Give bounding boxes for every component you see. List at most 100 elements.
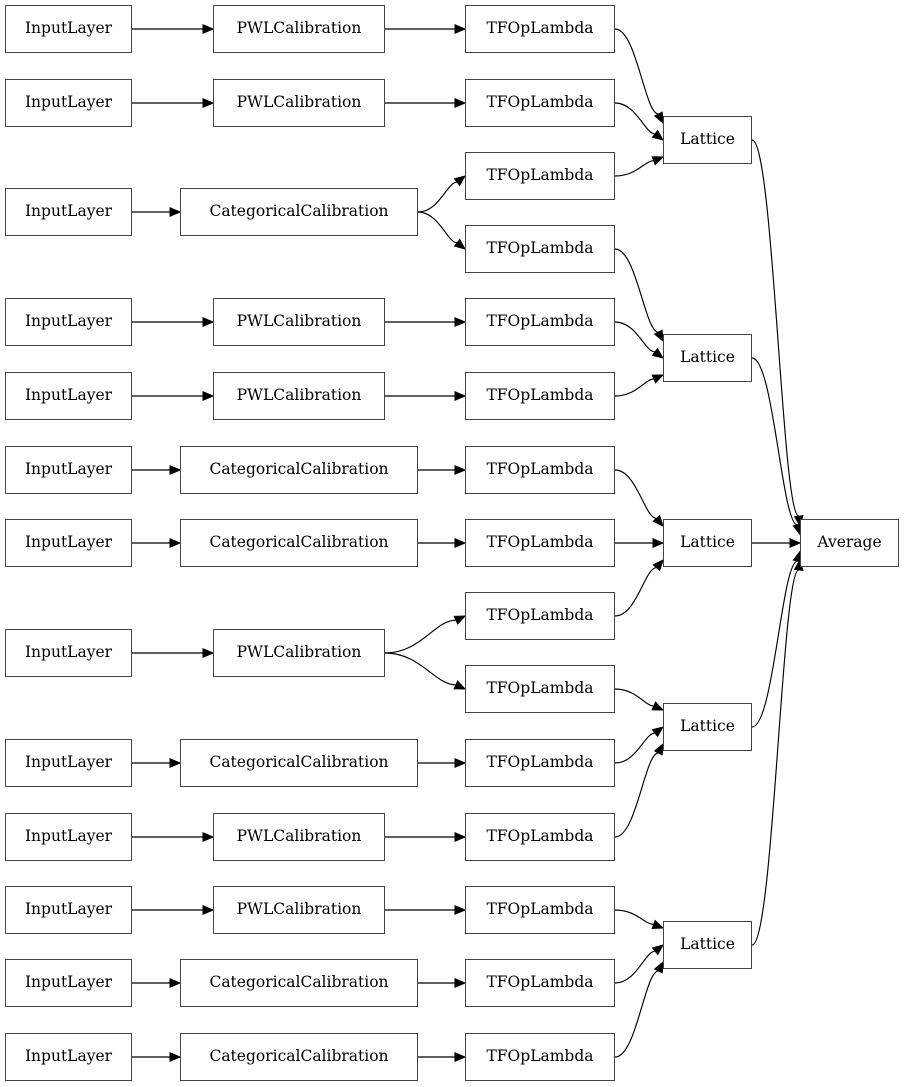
edge-op2-to-lat1: [614, 102, 656, 135]
arrowhead-in4-to-cal4: [202, 317, 215, 327]
node-in4[interactable]: InputLayer: [5, 298, 132, 346]
node-cal2[interactable]: PWLCalibration: [213, 79, 385, 127]
edge-op7-to-lat3: [614, 469, 657, 519]
edge-lat2-to-avg: [751, 357, 798, 526]
node-in8[interactable]: InputLayer: [5, 629, 132, 677]
node-cal8[interactable]: PWLCalibration: [213, 629, 385, 677]
node-in13[interactable]: InputLayer: [5, 1033, 132, 1081]
node-cal9[interactable]: CategoricalCalibration: [180, 739, 418, 787]
node-lat4[interactable]: Lattice: [663, 703, 752, 751]
node-in11[interactable]: InputLayer: [5, 886, 132, 934]
node-op12[interactable]: TFOpLambda: [465, 813, 615, 861]
node-cal3[interactable]: CategoricalCalibration: [180, 188, 418, 236]
arrowhead-in5-to-cal5: [202, 391, 215, 401]
node-op14[interactable]: TFOpLambda: [465, 959, 615, 1007]
node-label: InputLayer: [24, 202, 113, 221]
node-cal5[interactable]: PWLCalibration: [213, 372, 385, 420]
edge-lat5-to-avg: [751, 569, 800, 946]
node-op4[interactable]: TFOpLambda: [465, 225, 615, 273]
node-op15[interactable]: TFOpLambda: [465, 1033, 615, 1081]
node-in7[interactable]: InputLayer: [5, 519, 132, 567]
edge-lat4-to-avg: [751, 560, 798, 728]
node-cal13[interactable]: CategoricalCalibration: [180, 1033, 418, 1081]
node-lat1[interactable]: Lattice: [663, 116, 752, 164]
edge-op6-to-lat2: [614, 378, 654, 397]
edge-op9-to-lat3: [614, 567, 657, 617]
node-cal12[interactable]: CategoricalCalibration: [180, 959, 418, 1007]
node-op3[interactable]: TFOpLambda: [465, 152, 615, 200]
arrowhead-cal11-to-op13: [454, 905, 467, 915]
node-in5[interactable]: InputLayer: [5, 372, 132, 420]
arrowhead-in1-to-cal1: [202, 24, 215, 34]
arrowhead-cal13-to-op15: [454, 1052, 467, 1062]
edge-op15-to-lat5: [614, 970, 659, 1058]
arrowhead-cal10-to-op12: [454, 832, 467, 842]
arrowhead-op3-to-lat1: [651, 156, 665, 166]
node-in12[interactable]: InputLayer: [5, 959, 132, 1007]
node-label: PWLCalibration: [236, 643, 362, 662]
node-label: TFOpLambda: [486, 460, 594, 479]
node-label: PWLCalibration: [236, 900, 362, 919]
node-in9[interactable]: InputLayer: [5, 739, 132, 787]
edge-lat1-to-avg: [751, 139, 800, 517]
arrowhead-cal7-to-op8: [454, 538, 467, 548]
node-label: TFOpLambda: [486, 900, 594, 919]
node-op6[interactable]: TFOpLambda: [465, 372, 615, 420]
node-op9[interactable]: TFOpLambda: [465, 592, 615, 640]
node-lat2[interactable]: Lattice: [663, 334, 752, 382]
arrowhead-cal4-to-op5: [454, 317, 467, 327]
arrowhead-op11-to-lat4: [651, 726, 665, 738]
node-label: Lattice: [680, 130, 735, 149]
edge-op11-to-lat4: [614, 732, 656, 764]
node-cal1[interactable]: PWLCalibration: [213, 5, 385, 53]
node-op2[interactable]: TFOpLambda: [465, 79, 615, 127]
node-op5[interactable]: TFOpLambda: [465, 298, 615, 346]
node-in1[interactable]: InputLayer: [5, 5, 132, 53]
node-cal6[interactable]: CategoricalCalibration: [180, 446, 418, 494]
node-label: InputLayer: [24, 460, 113, 479]
node-label: InputLayer: [24, 900, 113, 919]
node-cal10[interactable]: PWLCalibration: [213, 813, 385, 861]
arrowhead-op9-to-lat3: [652, 559, 664, 572]
node-label: CategoricalCalibration: [209, 973, 389, 992]
node-cal7[interactable]: CategoricalCalibration: [180, 519, 418, 567]
arrowhead-op6-to-lat2: [651, 374, 665, 384]
node-label: TFOpLambda: [486, 19, 594, 38]
node-label: TFOpLambda: [486, 606, 594, 625]
node-op8[interactable]: TFOpLambda: [465, 519, 615, 567]
node-in6[interactable]: InputLayer: [5, 446, 132, 494]
node-op11[interactable]: TFOpLambda: [465, 739, 615, 787]
arrowhead-cal6-to-op7: [454, 465, 467, 475]
node-label: TFOpLambda: [486, 166, 594, 185]
node-cal4[interactable]: PWLCalibration: [213, 298, 385, 346]
arrowhead-in9-to-cal9: [169, 758, 182, 768]
node-op7[interactable]: TFOpLambda: [465, 446, 615, 494]
node-cal11[interactable]: PWLCalibration: [213, 886, 385, 934]
node-label: TFOpLambda: [486, 1047, 594, 1066]
edge-op1-to-lat1: [614, 28, 659, 115]
arrowhead-in11-to-cal11: [202, 905, 215, 915]
node-label: PWLCalibration: [236, 386, 362, 405]
arrowhead-in3-to-cal3: [169, 207, 182, 217]
node-label: InputLayer: [24, 973, 113, 992]
node-in10[interactable]: InputLayer: [5, 813, 132, 861]
arrowhead-op7-to-lat3: [652, 514, 664, 527]
arrowhead-in7-to-cal7: [169, 538, 182, 548]
node-label: PWLCalibration: [236, 19, 362, 38]
edge-op14-to-lat5: [614, 950, 656, 984]
node-op10[interactable]: TFOpLambda: [465, 665, 615, 713]
node-avg[interactable]: Average: [800, 519, 899, 567]
node-in3[interactable]: InputLayer: [5, 188, 132, 236]
arrowhead-cal9-to-op11: [454, 758, 467, 768]
node-lat5[interactable]: Lattice: [663, 921, 752, 969]
node-label: Average: [817, 533, 882, 552]
node-in2[interactable]: InputLayer: [5, 79, 132, 127]
node-label: Lattice: [680, 348, 735, 367]
node-label: CategoricalCalibration: [209, 1047, 389, 1066]
node-op13[interactable]: TFOpLambda: [465, 886, 615, 934]
arrowhead-cal1-to-op1: [454, 24, 467, 34]
node-lat3[interactable]: Lattice: [663, 519, 752, 567]
node-label: CategoricalCalibration: [209, 753, 389, 772]
node-op1[interactable]: TFOpLambda: [465, 5, 615, 53]
